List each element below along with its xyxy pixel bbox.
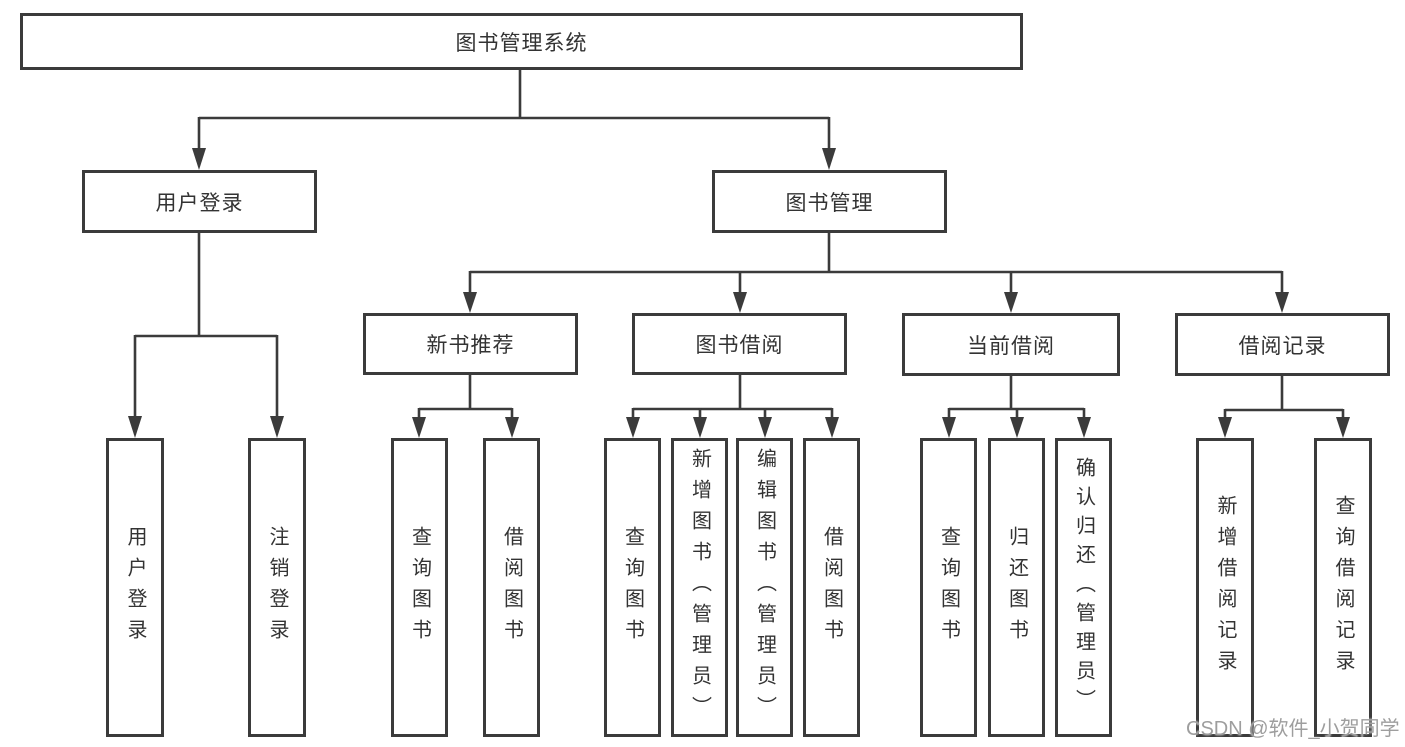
leaf-label: 用户登录 [124, 525, 146, 650]
node-label: 新书推荐 [426, 334, 515, 357]
node-book-management: 图书管理 [712, 170, 947, 233]
leaf-label: 新增借阅记录 [1214, 494, 1236, 681]
leaf-user-login: 用户登录 [106, 438, 164, 737]
node-label: 用户登录 [155, 191, 244, 215]
leaf-label: 查询图书 [621, 525, 644, 650]
node-new-book-recommend: 新书推荐 [363, 313, 578, 375]
node-label: 图书管理系统 [455, 31, 588, 55]
leaf-query-book-3: 查询图书 [920, 438, 977, 737]
node-label: 图书管理 [785, 191, 874, 215]
leaf-label: 新增图书（管理员） [688, 448, 711, 727]
node-label: 图书借阅 [695, 334, 784, 357]
node-library-management-system: 图书管理系统 [20, 13, 1023, 70]
leaf-query-borrow-record: 查询借阅记录 [1314, 438, 1372, 737]
leaf-label: 归还图书 [1005, 525, 1028, 650]
leaf-label: 查询图书 [408, 525, 431, 650]
node-borrow-records: 借阅记录 [1175, 313, 1390, 376]
leaf-logout: 注销登录 [248, 438, 306, 737]
node-user-login-group: 用户登录 [82, 170, 317, 233]
node-current-borrow: 当前借阅 [902, 313, 1120, 376]
leaf-add-borrow-record: 新增借阅记录 [1196, 438, 1254, 737]
node-label: 当前借阅 [967, 334, 1055, 358]
leaf-label: 确认归还（管理员） [1072, 457, 1095, 718]
watermark: CSDN @软件_小贺同学 [1186, 718, 1400, 740]
leaf-add-book-admin: 新增图书（管理员） [671, 438, 728, 737]
node-book-borrow: 图书借阅 [632, 313, 847, 375]
leaf-edit-book-admin: 编辑图书（管理员） [736, 438, 793, 737]
leaf-label: 借阅图书 [500, 525, 523, 650]
leaf-label: 借阅图书 [820, 525, 843, 650]
leaf-label: 查询借阅记录 [1332, 494, 1354, 681]
leaf-label: 编辑图书（管理员） [753, 448, 776, 727]
leaf-confirm-return-admin: 确认归还（管理员） [1055, 438, 1112, 737]
leaf-borrow-book-1: 借阅图书 [483, 438, 540, 737]
leaf-label: 注销登录 [266, 525, 288, 650]
leaf-borrow-book-2: 借阅图书 [803, 438, 860, 737]
leaf-query-book-2: 查询图书 [604, 438, 661, 737]
leaf-query-book-1: 查询图书 [391, 438, 448, 737]
leaf-label: 查询图书 [937, 525, 960, 650]
leaf-return-book: 归还图书 [988, 438, 1045, 737]
node-label: 借阅记录 [1238, 334, 1327, 358]
